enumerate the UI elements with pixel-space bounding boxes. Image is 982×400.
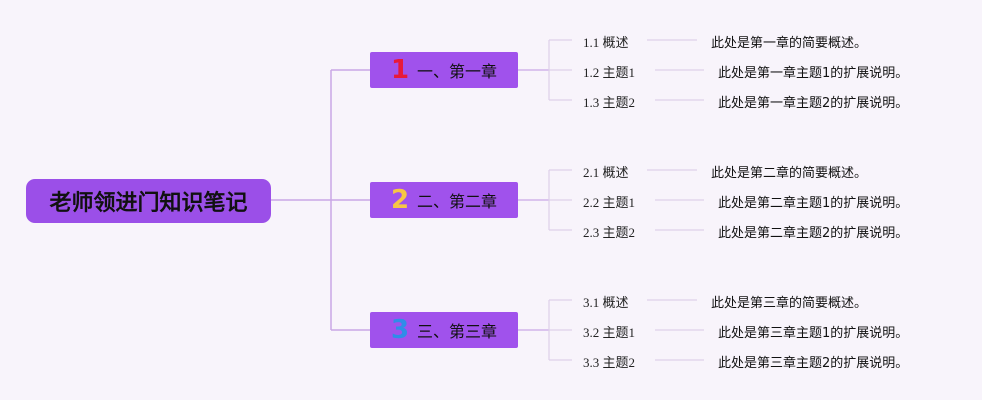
root-node[interactable]: 老师领进门知识笔记 xyxy=(26,179,271,223)
topic-node[interactable]: 3.1 概述 xyxy=(583,295,629,310)
topic-note[interactable]: 此处是第二章主题1的扩展说明。 xyxy=(718,196,909,211)
topic-note[interactable]: 此处是第二章主题2的扩展说明。 xyxy=(718,226,909,241)
topic-node[interactable]: 1.2 主题1 xyxy=(583,65,636,80)
topic-node[interactable]: 2.1 概述 xyxy=(583,165,629,180)
topic-note[interactable]: 此处是第三章的简要概述。 xyxy=(711,296,868,311)
topic-note[interactable]: 此处是第一章的简要概述。 xyxy=(711,36,868,51)
topic-note[interactable]: 此处是第一章主题1的扩展说明。 xyxy=(718,66,909,81)
topic-node[interactable]: 2.2 主题1 xyxy=(583,195,636,210)
root-label: 老师领进门知识笔记 xyxy=(49,191,248,216)
chapter-label-3: 三、第三章 xyxy=(417,322,498,341)
topic-note[interactable]: 此处是第二章的简要概述。 xyxy=(711,166,868,181)
chapter-number-2: 2 xyxy=(390,185,410,215)
chapter-number-1: 1 xyxy=(390,55,410,85)
topic-node[interactable]: 1.3 主题2 xyxy=(583,95,636,110)
chapter-number-3: 3 xyxy=(390,315,410,345)
chapter-label-1: 一、第一章 xyxy=(417,62,498,81)
topic-note[interactable]: 此处是第三章主题1的扩展说明。 xyxy=(718,326,909,341)
chapter-label-2: 二、第二章 xyxy=(417,192,498,211)
topic-node[interactable]: 3.3 主题2 xyxy=(583,355,636,370)
chapter-node-1[interactable]: 1 一、第一章 xyxy=(370,52,518,88)
topic-node[interactable]: 1.1 概述 xyxy=(583,35,629,50)
chapter-node-3[interactable]: 3 三、第三章 xyxy=(370,312,518,348)
topic-node[interactable]: 2.3 主题2 xyxy=(583,225,636,240)
topic-node[interactable]: 3.2 主题1 xyxy=(583,325,636,340)
topic-note[interactable]: 此处是第一章主题2的扩展说明。 xyxy=(718,96,909,111)
topic-note[interactable]: 此处是第三章主题2的扩展说明。 xyxy=(718,356,909,371)
chapter-node-2[interactable]: 2 二、第二章 xyxy=(370,182,518,218)
